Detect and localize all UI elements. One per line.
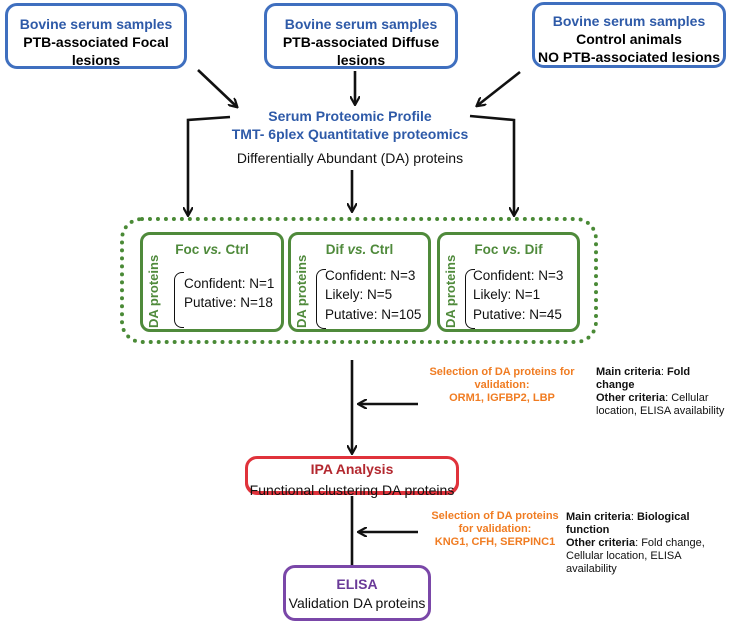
- arrow-profile-to-foc-ctrl: [188, 115, 231, 214]
- criteria-other-cont: Cellular location, ELISA availability: [566, 550, 681, 575]
- count-line: Putative: N=45: [473, 307, 562, 322]
- comparison-foc-ctrl: Foc vs. Ctrl DA proteins Confident: N=1 …: [140, 232, 284, 332]
- ipa-subtitle: Functional clustering DA proteins: [249, 482, 455, 498]
- count-line: Likely: N=5: [325, 287, 393, 302]
- count-line: Putative: N=105: [325, 307, 422, 322]
- count-line: Confident: N=3: [473, 268, 564, 283]
- sample-title: Bovine serum samples: [552, 13, 706, 29]
- comparison-vs: vs.: [347, 242, 367, 257]
- criteria-other-value: : Fold change,: [635, 537, 705, 549]
- profile-subtitle: Differentially Abundant (DA) proteins: [236, 150, 464, 166]
- brace: [174, 272, 184, 328]
- comparison-vs: vs.: [502, 242, 521, 257]
- arrow-control-to-profile: [478, 70, 521, 105]
- profile-title: Serum Proteomic Profile: [268, 108, 432, 124]
- criteria-block-1: Main criteria: Fold change Other criteri…: [596, 366, 728, 418]
- selection-proteins: KNG1, CFH, SERPINC1: [434, 536, 556, 548]
- comparison-title: Foc vs. Ctrl: [143, 242, 281, 257]
- count-line: Confident: N=1: [184, 276, 275, 291]
- criteria-main: Main criteria: Biological function: [566, 511, 690, 536]
- da-proteins-label: DA proteins: [146, 254, 161, 328]
- count-line: Confident: N=3: [325, 268, 416, 283]
- da-proteins-label: DA proteins: [294, 254, 309, 328]
- comparison-group-a: Dif: [325, 242, 344, 257]
- selection-line: validation:: [474, 379, 530, 391]
- selection-line: for validation:: [458, 523, 532, 535]
- criteria-other: Other criteria: Cellular: [596, 392, 728, 405]
- elisa-title: ELISA: [336, 576, 378, 592]
- criteria-other-cont: location, ELISA availability: [596, 405, 725, 417]
- selection-line: Selection of DA proteins for: [429, 366, 575, 378]
- sample-box-control: Bovine serum samples Control animals NO …: [532, 2, 726, 68]
- sample-title: Bovine serum samples: [284, 16, 438, 32]
- criteria-main: Main criteria: Fold change: [596, 366, 691, 391]
- criteria-main-label: Main criteria: [596, 366, 661, 378]
- ipa-analysis-box-visible: [245, 456, 459, 494]
- comparison-title: Dif vs. Ctrl: [291, 242, 428, 257]
- selection-line: Selection of DA proteins: [431, 510, 559, 522]
- criteria-main-label: Main criteria: [566, 511, 631, 523]
- selection-proteins: ORM1, IGFBP2, LBP: [449, 392, 555, 404]
- comparison-title: Foc vs. Dif: [440, 242, 577, 257]
- elisa-box: ELISA Validation DA proteins: [283, 565, 431, 621]
- brace: [465, 269, 475, 329]
- ipa-labels: IPA Analysis Functional clustering DA pr…: [245, 461, 459, 499]
- selection-block-2: Selection of DA proteins for validation:…: [420, 510, 570, 549]
- criteria-main-value: Fold change: [596, 366, 691, 391]
- da-proteins-label: DA proteins: [443, 254, 458, 328]
- criteria-other-value: : Cellular: [665, 392, 709, 404]
- comparison-group-a: Foc: [474, 242, 499, 257]
- arrow-focal-to-profile: [197, 69, 236, 106]
- comparison-group-b: Dif: [524, 242, 543, 257]
- criteria-main-value: Biological function: [566, 511, 690, 536]
- elisa-subtitle: Validation DA proteins: [288, 595, 426, 611]
- comparison-dif-ctrl: Dif vs. Ctrl DA proteins Confident: N=3 …: [288, 232, 431, 332]
- sample-box-diffuse: Bovine serum samples PTB-associated Diff…: [264, 3, 458, 69]
- sample-line: PTB-associated Diffuse lesions: [282, 34, 440, 68]
- profile-method: TMT- 6plex Quantitative proteomics: [231, 126, 469, 142]
- comparison-vs: vs.: [202, 242, 222, 257]
- comparison-foc-dif: Foc vs. Dif DA proteins Confident: N=3 L…: [437, 232, 580, 332]
- arrow-profile-to-foc-dif: [469, 114, 514, 214]
- ipa-title: IPA Analysis: [310, 461, 394, 477]
- sample-line: PTB-associated Focal lesions: [23, 34, 169, 68]
- criteria-block-2: Main criteria: Biological function Other…: [566, 511, 728, 576]
- sample-line: Control animals: [576, 31, 682, 47]
- comparisons-frame: [120, 217, 598, 344]
- selection-block-1: Selection of DA proteins for validation:…: [414, 366, 590, 405]
- comparison-group-a: Foc: [175, 242, 200, 257]
- sample-line: NO PTB-associated lesions: [537, 49, 721, 65]
- profile-block: Serum Proteomic Profile TMT- 6plex Quant…: [200, 107, 500, 167]
- criteria-other: Other criteria: Fold change,: [566, 537, 728, 550]
- comparison-group-b: Ctrl: [225, 242, 249, 257]
- count-line: Putative: N=18: [184, 295, 273, 310]
- criteria-other-label: Other criteria: [596, 392, 666, 404]
- comparison-group-b: Ctrl: [370, 242, 394, 257]
- sample-title: Bovine serum samples: [19, 16, 173, 32]
- brace: [316, 269, 326, 329]
- sample-box-focal: Bovine serum samples PTB-associated Foca…: [5, 3, 187, 69]
- criteria-other-label: Other criteria: [566, 537, 636, 549]
- count-line: Likely: N=1: [473, 287, 541, 302]
